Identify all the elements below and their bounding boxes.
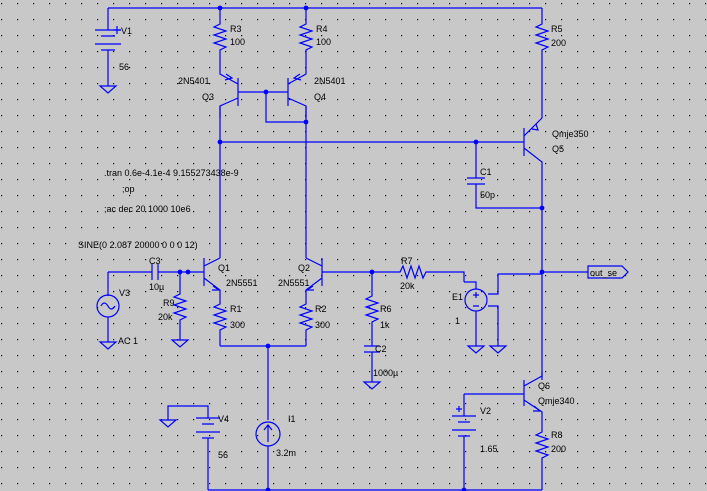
v1-battery[interactable]	[95, 26, 121, 94]
v4-name: V4	[218, 414, 229, 424]
r9-name: R9	[163, 298, 175, 308]
v3-source[interactable]	[96, 272, 120, 350]
r6-value: 1k	[380, 320, 390, 330]
r3-name: R3	[230, 24, 242, 34]
e1-value: 1	[455, 316, 460, 326]
c1-name: C1	[480, 167, 492, 177]
q4-model: 2N5401	[314, 76, 346, 86]
r6-resistor[interactable]	[364, 272, 380, 346]
tail-wiring	[220, 343, 306, 420]
q3-model: 2N5401	[178, 76, 210, 86]
v2-name: V2	[480, 406, 491, 416]
q5-transistor[interactable]	[523, 117, 543, 208]
op-directive[interactable]: ;op	[122, 184, 135, 194]
c1-value: 50p	[480, 190, 495, 200]
r3-value: 100	[230, 37, 245, 47]
c1-capacitor[interactable]	[467, 142, 545, 211]
i1-current-source[interactable]	[255, 421, 281, 490]
c3-capacitor[interactable]	[108, 264, 204, 280]
q1-transistor[interactable]	[203, 257, 221, 300]
r1-value: 300	[230, 320, 245, 330]
v2-value: 1.65	[480, 444, 498, 454]
r7-resistor[interactable]	[396, 264, 465, 282]
ac-directive[interactable]: ;ac dec 20 1000 10e6	[104, 204, 191, 214]
r6-name: R6	[380, 304, 392, 314]
tran-directive[interactable]: .tran 0.6e-4.1e-4 9.155273438e-9	[104, 168, 239, 178]
c2-value: 1000µ	[373, 368, 398, 378]
i1-value: 3.2m	[276, 448, 296, 458]
r1-resistor[interactable]	[212, 300, 228, 346]
r8-resistor[interactable]	[534, 428, 550, 490]
c2-capacitor[interactable]	[362, 345, 382, 390]
r2-resistor[interactable]	[298, 300, 314, 346]
r9-value: 20k	[158, 312, 173, 322]
q4-name: Q4	[314, 92, 326, 102]
v1-name: V1	[121, 26, 132, 36]
out-se-label: out_se	[590, 268, 617, 278]
sine-source-spec[interactable]: SINE(0 2.087 20000 0 0 0 12)	[78, 240, 198, 250]
r7-value: 20k	[400, 281, 415, 291]
r4-value: 100	[316, 37, 331, 47]
r4-resistor[interactable]	[298, 18, 314, 64]
q1-name: Q1	[218, 263, 230, 273]
v1-value: 56	[119, 62, 129, 72]
q6-model: Qmje340	[538, 396, 575, 406]
r1-name: R1	[230, 304, 242, 314]
v2-battery[interactable]	[452, 394, 476, 490]
q2-transistor[interactable]	[305, 257, 396, 300]
output-node	[539, 208, 588, 380]
q5-model: Qmje350	[552, 129, 589, 139]
v4-battery[interactable]	[158, 405, 220, 490]
r5-value: 200	[551, 38, 566, 48]
v4-value: 56	[218, 450, 228, 460]
r5-resistor[interactable]	[534, 18, 550, 118]
r2-value: 300	[315, 320, 330, 330]
q1-model: 2N5551	[226, 278, 258, 288]
v3-name: V3	[119, 288, 130, 298]
c3-value: 10µ	[149, 282, 164, 292]
q5-name: Q5	[552, 144, 564, 154]
q2-model: 2N5551	[278, 278, 310, 288]
r8-value: 200	[551, 444, 566, 454]
r7-name: R7	[401, 256, 413, 266]
out-se-net-label[interactable]: out_se	[587, 265, 629, 279]
r4-name: R4	[316, 24, 328, 34]
q2-name: Q2	[298, 263, 310, 273]
bottom-rail	[208, 487, 542, 491]
e1-name: E1	[452, 292, 463, 302]
c3-name: C3	[149, 256, 161, 266]
r3-resistor[interactable]	[212, 18, 228, 64]
r9-resistor[interactable]	[170, 272, 190, 348]
q3-name: Q3	[202, 92, 214, 102]
q6-transistor[interactable]	[464, 372, 543, 428]
e1-vcvs[interactable]	[464, 273, 542, 354]
v3-ac-value: AC 1	[118, 336, 138, 346]
top-rail	[107, 5, 543, 30]
r8-name: R8	[551, 430, 563, 440]
c2-name: C2	[375, 344, 387, 354]
r2-name: R2	[315, 304, 327, 314]
r5-name: R5	[551, 24, 563, 34]
i1-name: I1	[288, 414, 296, 424]
q6-name: Q6	[538, 381, 550, 391]
